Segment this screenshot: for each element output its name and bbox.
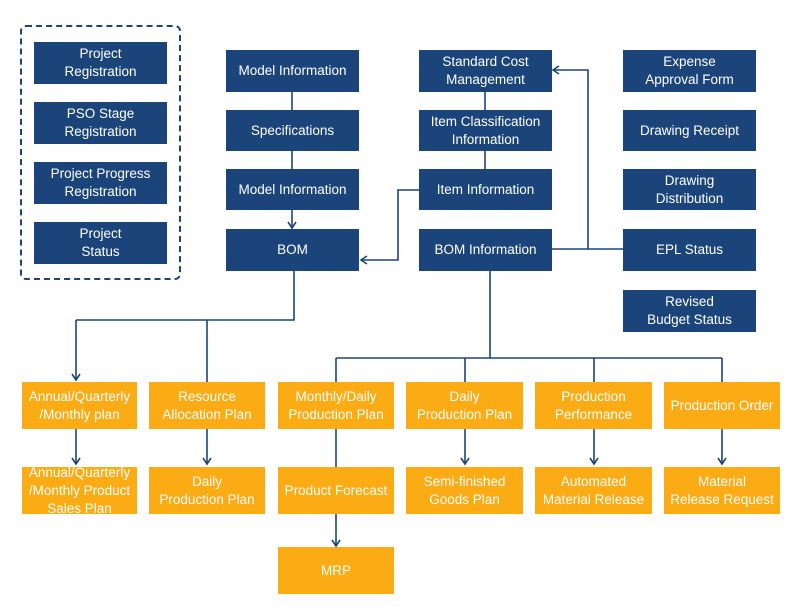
- node-production-order[interactable]: Production Order: [664, 382, 780, 429]
- node-product-forecast[interactable]: Product Forecast: [278, 467, 394, 514]
- project-group-frame: [20, 25, 181, 280]
- node-annual-quarterly-monthly-plan[interactable]: Annual/Quarterly /Monthly plan: [22, 382, 137, 429]
- node-daily-production-plan-bottom[interactable]: Daily Production Plan: [149, 467, 265, 514]
- node-project-registration[interactable]: Project Registration: [34, 42, 167, 84]
- node-bom[interactable]: BOM: [226, 229, 359, 271]
- node-project-status[interactable]: Project Status: [34, 222, 167, 264]
- arrow-item-info-to-bom: [359, 189, 419, 265]
- node-drawing-receipt[interactable]: Drawing Receipt: [623, 110, 756, 151]
- node-monthly-daily-production-plan[interactable]: Monthly/Daily Production Plan: [278, 382, 394, 429]
- node-pso-stage-registration[interactable]: PSO Stage Registration: [34, 102, 167, 144]
- node-expense-approval-form[interactable]: Expense Approval Form: [623, 50, 756, 92]
- node-item-information[interactable]: Item Information: [419, 169, 552, 210]
- node-resource-allocation-plan[interactable]: Resource Allocation Plan: [149, 382, 265, 429]
- node-automated-material-release[interactable]: Automated Material Release: [535, 467, 652, 514]
- node-semi-finished-goods-plan[interactable]: Semi-finished Goods Plan: [406, 467, 523, 514]
- node-standard-cost-management[interactable]: Standard Cost Management: [419, 50, 552, 92]
- node-material-release-request[interactable]: Material Release Request: [664, 467, 780, 514]
- node-bom-information[interactable]: BOM Information: [419, 229, 552, 271]
- node-item-classification-information[interactable]: Item Classification Information: [419, 110, 552, 151]
- node-specifications[interactable]: Specifications: [226, 110, 359, 151]
- node-revised-budget-status[interactable]: Revised Budget Status: [623, 290, 756, 332]
- node-project-progress-registration[interactable]: Project Progress Registration: [34, 162, 167, 204]
- node-model-information-2[interactable]: Model Information: [226, 169, 359, 210]
- node-daily-production-plan-top[interactable]: Daily Production Plan: [406, 382, 523, 429]
- node-model-information-1[interactable]: Model Information: [226, 50, 359, 92]
- connector-bom-down: [76, 271, 295, 321]
- node-mrp[interactable]: MRP: [278, 547, 394, 594]
- node-production-performance[interactable]: Production Performance: [535, 382, 652, 429]
- node-drawing-distribution[interactable]: Drawing Distribution: [623, 169, 756, 210]
- arrow-epl-to-standard-cost: [551, 65, 589, 249]
- node-product-sales-plan[interactable]: Annual/Quarterly /Monthly Product Sales …: [22, 465, 137, 516]
- node-epl-status[interactable]: EPL Status: [623, 229, 756, 271]
